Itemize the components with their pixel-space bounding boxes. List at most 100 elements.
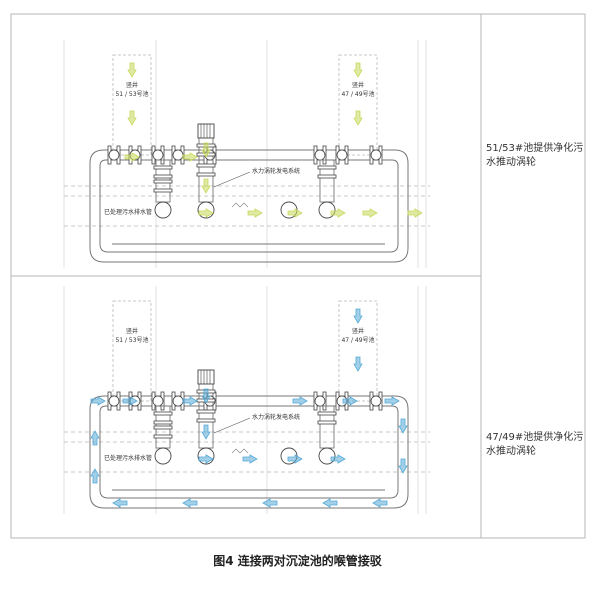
valve-flange	[196, 418, 216, 423]
turbine-generator	[197, 369, 215, 385]
header-valve	[107, 391, 121, 411]
valve-body	[370, 395, 382, 407]
header-valve	[171, 145, 185, 165]
valve-body	[152, 149, 164, 161]
riser-valve	[153, 411, 173, 425]
riser-valve	[317, 411, 337, 425]
flow-arrow	[372, 498, 388, 508]
flow-arrow	[398, 418, 408, 434]
shaft-right-subtitle: 47 / 49号池	[341, 336, 374, 344]
shaft-left	[112, 300, 152, 402]
valve-flange	[153, 420, 173, 425]
flow-arrow	[287, 454, 303, 464]
flow-arrow	[112, 498, 128, 508]
header-valve	[369, 145, 383, 165]
valve-flange	[196, 163, 216, 168]
flow-arrow	[201, 424, 211, 440]
note-top-panel: 51/53#池提供净化污水推动涡轮	[486, 143, 584, 168]
riser-valve	[317, 165, 337, 179]
header-valve	[335, 145, 349, 165]
flow-arrow	[182, 396, 198, 406]
header-valve	[151, 391, 165, 411]
valve-body	[370, 149, 382, 161]
flow-arrow	[384, 396, 400, 406]
riser-valve	[153, 425, 173, 439]
flow-arrow	[262, 498, 278, 508]
valve-flange	[153, 188, 173, 193]
flow-arrow	[242, 454, 258, 464]
turbine-leader	[213, 417, 251, 434]
flow-arrow	[353, 110, 363, 126]
shaft-right	[338, 300, 378, 402]
flow-arrow	[362, 208, 378, 218]
valve-flange	[153, 174, 173, 179]
water-surface-mark	[231, 448, 249, 454]
header-valve	[313, 145, 327, 165]
valve-body	[108, 149, 120, 161]
drain-label: 已处理污水排水管	[104, 208, 152, 216]
shaft-right	[338, 54, 378, 156]
basin-outlet	[318, 447, 336, 465]
valve-flange	[196, 172, 216, 177]
flow-arrow	[353, 356, 363, 372]
valve-body	[336, 149, 348, 161]
header-valve	[151, 145, 165, 165]
note-bottom-panel: 47/49#池提供净化污水推动涡轮	[486, 432, 584, 457]
valve-flange	[317, 165, 337, 170]
header-valve	[171, 391, 185, 411]
valve-flange	[153, 179, 173, 184]
shaft-right-title: 竖井	[352, 327, 364, 335]
pipe-loop-outer	[89, 395, 409, 509]
valve-body	[152, 395, 164, 407]
flow-arrow	[198, 208, 214, 218]
flow-arrow	[201, 178, 211, 194]
shaft-left-title: 竖井	[126, 81, 138, 89]
flow-arrow	[127, 62, 137, 78]
water-surface-mark	[231, 202, 249, 208]
valve-body	[108, 395, 120, 407]
pipe-loop-inner	[99, 159, 399, 253]
flow-arrow	[353, 62, 363, 78]
riser-valve	[196, 409, 216, 423]
valve-flange	[153, 434, 173, 439]
turbine-generator	[197, 123, 215, 139]
valve-flange	[153, 425, 173, 430]
valve-flange	[317, 411, 337, 416]
figure-caption: 图4 连接两对沉淀池的喉管接驳	[213, 554, 382, 568]
flow-arrow	[90, 396, 106, 406]
flow-arrow	[330, 208, 346, 218]
flow-arrow	[353, 308, 363, 324]
flow-arrow	[407, 208, 423, 218]
flow-arrow	[330, 454, 346, 464]
valve-flange	[317, 420, 337, 425]
riser-valve	[196, 163, 216, 177]
turbine-label: 水力涡轮发电系统	[252, 413, 300, 421]
flow-arrow	[182, 498, 198, 508]
shaft-left-subtitle: 51 / 53号池	[115, 336, 148, 344]
flow-arrow	[287, 208, 303, 218]
flow-arrow	[201, 388, 211, 404]
header-valve	[107, 145, 121, 165]
valve-flange	[317, 174, 337, 179]
shaft-right-subtitle: 47 / 49号池	[341, 90, 374, 98]
basin-outlet	[154, 201, 172, 219]
basin-outlet	[154, 447, 172, 465]
flow-arrow	[201, 142, 211, 158]
flow-arrow	[124, 152, 140, 162]
valve-flange	[153, 165, 173, 170]
header-valve	[369, 391, 383, 411]
turbine-leader	[213, 171, 251, 188]
flow-arrow	[292, 396, 308, 406]
shaft-left-subtitle: 51 / 53号池	[115, 90, 148, 98]
valve-body	[314, 149, 326, 161]
flow-arrow	[122, 396, 138, 406]
valve-flange	[196, 409, 216, 414]
basin-outlet	[318, 201, 336, 219]
riser-valve	[153, 179, 173, 193]
flow-arrow	[90, 430, 100, 446]
shaft-right-title: 竖井	[352, 81, 364, 89]
valve-flange	[153, 411, 173, 416]
